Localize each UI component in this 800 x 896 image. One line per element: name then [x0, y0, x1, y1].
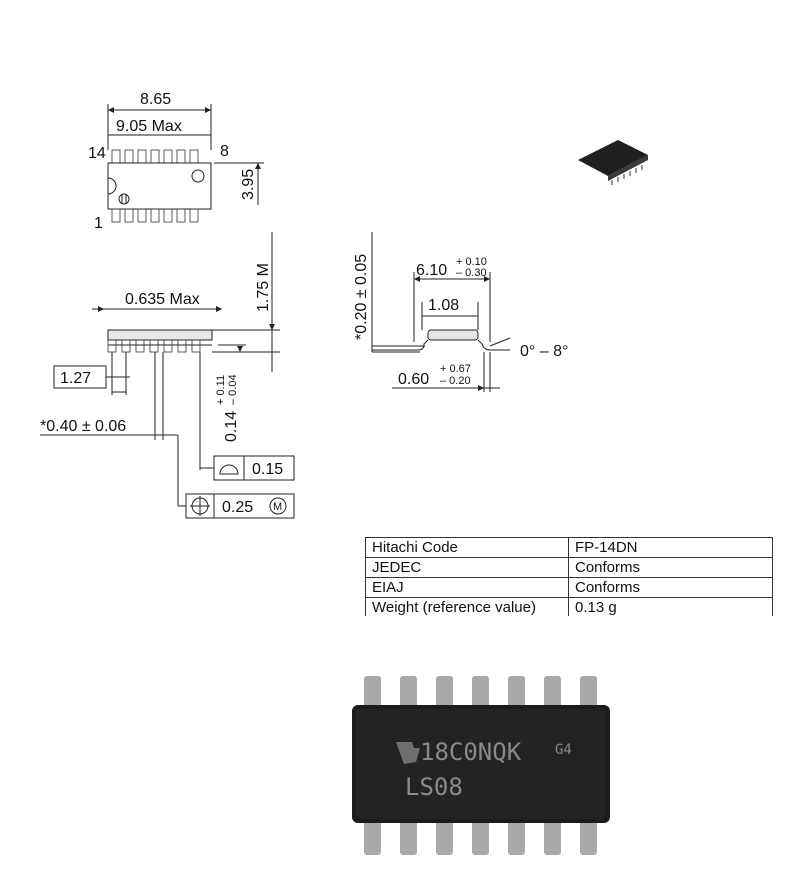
chip-leads-bottom [364, 815, 597, 855]
dim-overall-width-tol-up: + 0.10 [456, 256, 487, 268]
top-pins-upper [111, 149, 199, 164]
dim-height-max: 1.75 M [255, 263, 272, 312]
chip-marking-line2: LS08 [405, 773, 463, 801]
end-view: *0.20 ± 0.05 6.10 + 0.10 – 0.30 1.08 0° … [353, 232, 568, 392]
dim-foot-tol-low: – 0.20 [440, 375, 471, 387]
pin1-mark-icon [191, 169, 205, 183]
dim-lead-thickness: 0.14 [223, 411, 240, 442]
pin-14-label: 14 [88, 145, 106, 162]
dim-overall-width-tol-low: – 0.30 [456, 267, 487, 279]
chip-marking-code: G4 [555, 742, 572, 758]
pin-1-label: 1 [94, 215, 103, 232]
position-modifier: M [273, 501, 282, 513]
table-crop [360, 616, 780, 628]
spec-value: Conforms [568, 557, 773, 578]
top-pins-lower [111, 208, 199, 223]
chip-marking-line1: 18C0NQK [420, 738, 522, 766]
table-row: Weight (reference value) 0.13 g [365, 597, 773, 618]
position-value: 0.25 [222, 499, 253, 516]
ti-logo-icon [396, 742, 420, 764]
dim-foot-tol-up: + 0.67 [440, 363, 471, 375]
dim-foot: 0.60 [398, 371, 429, 388]
dim-lead-thickness-tol-up: + 0.11 [215, 375, 227, 405]
spec-label: Hitachi Code [365, 537, 569, 558]
dim-lead-thickness-tol-low: – 0.04 [227, 374, 239, 405]
package-3d-icon [578, 140, 648, 185]
dim-height: 3.95 [240, 169, 257, 200]
dim-lead-angle: 0° – 8° [520, 343, 568, 360]
spec-table: Hitachi Code FP-14DN JEDEC Conforms EIAJ… [365, 537, 773, 618]
flatness-value: 0.15 [252, 461, 283, 478]
table-row: JEDEC Conforms [365, 557, 773, 578]
top-view: 8.65 9.05 Max 14 8 1 [88, 91, 264, 232]
spec-label: Weight (reference value) [365, 597, 569, 618]
dim-standoff-max: 0.635 Max [125, 291, 200, 308]
pin-8-label: 8 [220, 143, 229, 160]
spec-value: FP-14DN [568, 537, 773, 558]
dim-width: 8.65 [140, 91, 171, 108]
dim-lead-thick: *0.20 ± 0.05 [353, 254, 370, 340]
flatness-icon [219, 464, 239, 475]
dim-overall-width: 6.10 [416, 262, 447, 279]
dim-lead-width: *0.40 ± 0.06 [40, 418, 126, 435]
dim-foot-length: 1.08 [428, 297, 459, 314]
dim-pitch: 1.27 [60, 370, 91, 387]
side-view: 0.635 Max 1.75 M 1.27 *0.40 ± 0.06 [40, 232, 295, 519]
chip-leads-top [364, 676, 597, 712]
dim-width-max: 9.05 Max [116, 118, 182, 135]
table-row: Hitachi Code FP-14DN [365, 537, 773, 558]
top-body [107, 162, 212, 210]
